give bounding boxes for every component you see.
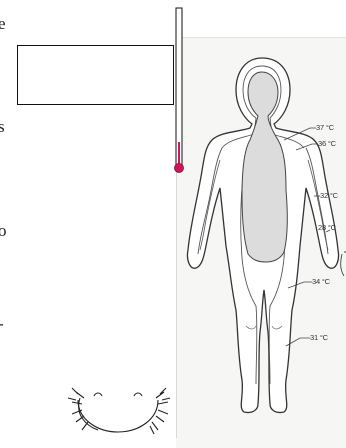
hand-fragment [341,252,346,276]
thermometer-mercury [178,142,180,166]
temp-label-34: 34 °C [312,277,330,286]
temp-label-36: 36 °C [318,139,336,148]
thermometer-bulb [175,164,184,173]
temp-label-32: 32 °C [320,191,338,200]
temp-label-31: 31 °C [310,333,328,342]
temp-label-28: 28 °C [318,223,336,232]
body-temperature-diagram [0,0,346,438]
temp-label-37: 37 °C [316,123,334,132]
hair-follicle-sketch [68,388,170,434]
